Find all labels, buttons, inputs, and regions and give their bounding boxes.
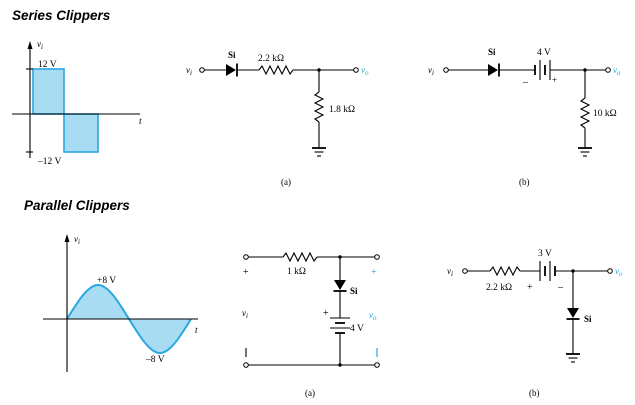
vi-label: vi — [242, 308, 248, 320]
vi-label: vi — [447, 266, 453, 278]
parallel-clippers-title: Parallel Clippers — [24, 198, 130, 213]
positive-half-fill — [67, 285, 129, 319]
output-terminal-bottom — [374, 362, 380, 368]
minus-sign: – — [522, 77, 529, 88]
r-2k2-label: 2.2 kΩ — [258, 54, 284, 64]
series-clippers-title: Series Clippers — [12, 8, 111, 23]
input-terminal-top — [243, 254, 249, 260]
junction-bottom — [338, 363, 342, 367]
caption-b: (b) — [529, 388, 540, 398]
amp-8v-label: +8 V — [97, 276, 116, 286]
output-plus-sign: + — [371, 267, 377, 278]
resistor-1k8 — [313, 91, 325, 123]
caption-a: (a) — [281, 177, 291, 187]
vi-label: vi — [37, 39, 43, 51]
r-2k2-label: 2.2 kΩ — [486, 283, 512, 293]
vi-label: vi — [186, 65, 192, 77]
series-circuit-b: vi vo Si 4 V – + 10 kΩ (b) — [428, 47, 621, 187]
battery-4v-label: 4 V — [350, 324, 364, 334]
parallel-circuit-a: 1 kΩ + + Si + 4 V vi vo (a) — [242, 251, 380, 398]
series-circuit-a: vi vo Si 2.2 kΩ 1.8 kΩ (a) — [186, 50, 369, 187]
diode-si — [226, 64, 236, 76]
vi-label: vi — [428, 65, 434, 77]
si-label: Si — [350, 286, 358, 296]
r-1k-label: 1 kΩ — [287, 267, 306, 277]
resistor-10k — [579, 97, 591, 129]
vi-label: vi — [74, 234, 80, 246]
output-terminal — [605, 67, 611, 73]
battery-3v-label: 3 V — [538, 249, 552, 259]
negative-half-fill — [129, 319, 191, 353]
parallel-circuit-b: vi vo 3 V 2.2 kΩ + – Si (b) — [447, 249, 623, 398]
output-terminal — [353, 67, 359, 73]
vo-label: vo — [361, 65, 369, 77]
r-1k8-label: 1.8 kΩ — [329, 105, 355, 115]
resistor-2k2 — [489, 265, 521, 277]
amp-neg8v-label: –8 V — [145, 355, 165, 365]
battery-plus-sign: + — [323, 308, 329, 319]
si-label: Si — [228, 50, 236, 60]
battery-minus-sign: – — [557, 282, 564, 293]
si-label: Si — [584, 314, 592, 324]
diode-si — [567, 308, 579, 318]
t-label: t — [139, 117, 142, 127]
battery-plus-sign: + — [527, 282, 533, 293]
resistor-1k — [282, 251, 318, 263]
series-square-wave: vi 12 V –12 V t — [12, 39, 142, 167]
input-terminal — [462, 268, 468, 274]
amp-neg12v-label: –12 V — [37, 157, 61, 167]
vo-label: vo — [369, 310, 377, 322]
battery-4v-label: 4 V — [537, 48, 551, 58]
output-terminal-top — [374, 254, 380, 260]
vo-label: vo — [615, 266, 623, 278]
t-label: t — [195, 326, 198, 336]
diode-si — [488, 64, 498, 76]
caption-b: (b) — [519, 177, 530, 187]
resistor-2k2 — [258, 64, 294, 76]
diode-si — [334, 280, 346, 290]
input-terminal — [443, 67, 449, 73]
positive-half-fill — [32, 68, 65, 115]
vo-label: vo — [613, 65, 621, 77]
input-terminal — [199, 67, 205, 73]
input-terminal-bottom — [243, 362, 249, 368]
input-plus-sign: + — [243, 267, 249, 278]
si-label: Si — [488, 47, 496, 57]
r-10k-label: 10 kΩ — [593, 109, 617, 119]
parallel-sine-wave: vi +8 V –8 V t — [43, 234, 198, 372]
amp-12v-label: 12 V — [38, 60, 57, 70]
vi-axis-arrow — [27, 41, 33, 49]
output-terminal — [607, 268, 613, 274]
vi-axis-arrow — [64, 234, 70, 242]
negative-half-fill — [63, 113, 99, 153]
caption-a: (a) — [305, 388, 315, 398]
plus-sign: + — [552, 75, 557, 85]
